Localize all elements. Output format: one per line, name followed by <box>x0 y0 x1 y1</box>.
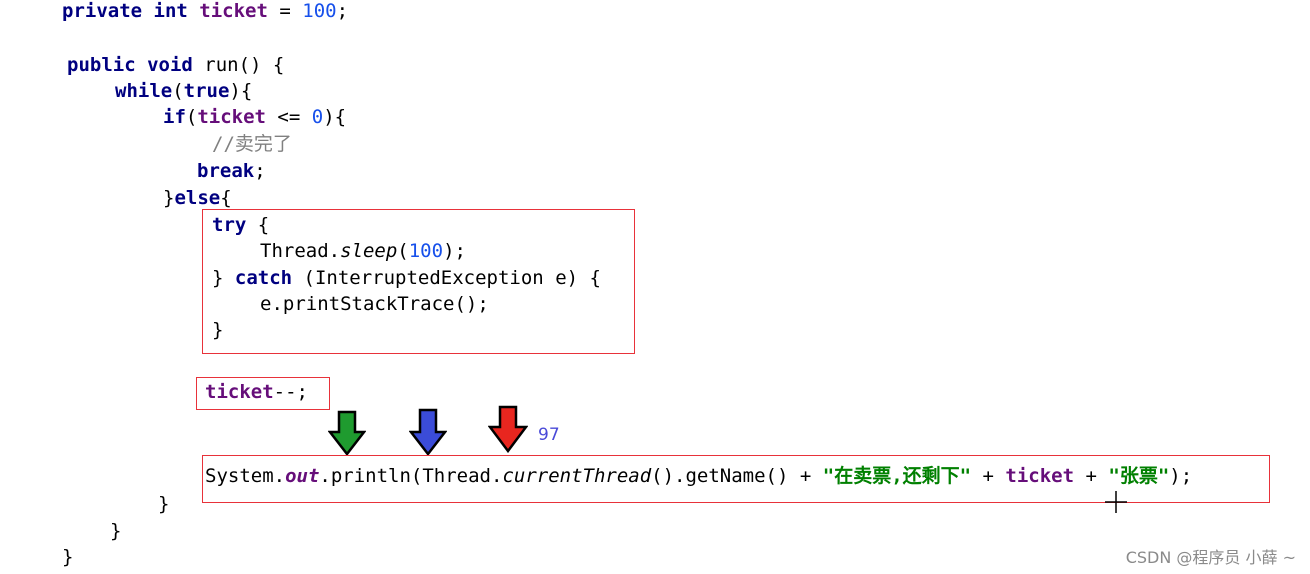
paren: ( <box>185 106 198 128</box>
class-name: System. <box>205 465 286 487</box>
method-call: .println(Thread. <box>319 465 503 487</box>
keyword: public void <box>67 54 205 76</box>
keyword: true <box>183 80 230 102</box>
code-line-2: public void run() { <box>67 52 284 78</box>
class-name: Thread. <box>260 240 341 262</box>
paren: ); <box>443 240 466 262</box>
field-ticket: ticket <box>1005 465 1075 487</box>
code-line-17: } <box>62 544 73 570</box>
code-line-7: }else{ <box>163 185 232 211</box>
brace: } <box>110 520 122 542</box>
keyword: try <box>212 214 247 236</box>
field-ticket: ticket <box>205 381 274 403</box>
code-line-12: } <box>212 317 223 343</box>
catch-params: (InterruptedException e) { <box>292 267 601 289</box>
code-line-4: if(ticket <= 0){ <box>163 104 346 130</box>
paren: ){ <box>323 106 347 128</box>
static-field-out: out <box>285 465 320 487</box>
code-line-16: } <box>110 518 121 544</box>
paren: ){ <box>229 80 253 102</box>
method-call: e.printStackTrace(); <box>260 293 489 315</box>
red-arrow-icon <box>488 405 528 453</box>
method-call: ().getName() + <box>651 465 823 487</box>
number-literal: 100 <box>302 0 337 22</box>
code-line-5: //卖完了 <box>212 131 292 157</box>
field-ticket: ticket <box>197 106 266 128</box>
operator: + <box>1074 465 1109 487</box>
code-line-13: ticket--; <box>205 379 308 405</box>
code-line-14: System.out.println(Thread.currentThread(… <box>205 463 1192 489</box>
green-arrow-icon <box>328 410 366 456</box>
crosshair-cursor-icon <box>1105 491 1127 513</box>
code-line-6: break; <box>197 158 266 184</box>
brace: } <box>158 493 170 515</box>
code-line-15: } <box>158 491 169 517</box>
paren: ( <box>397 240 409 262</box>
operator: = <box>267 0 303 22</box>
static-method: currentThread <box>502 465 652 487</box>
keyword: if <box>163 106 186 128</box>
code-line-8: try { <box>212 212 269 238</box>
string-literal: "在卖票,还剩下" <box>822 465 972 487</box>
code-line-3: while(true){ <box>115 78 252 104</box>
ticket-value-annotation: 97 <box>538 425 560 445</box>
operator: + <box>971 465 1006 487</box>
decrement-highlight-box <box>196 377 330 410</box>
paren: ); <box>1169 465 1193 487</box>
number-literal: 100 <box>408 240 444 262</box>
keyword: while <box>115 80 173 102</box>
code-line-11: e.printStackTrace(); <box>260 291 489 317</box>
println-highlight-box <box>202 455 1270 503</box>
keyword: private int <box>62 0 200 22</box>
blue-arrow-icon <box>409 408 447 456</box>
keyword: break <box>197 160 255 182</box>
string-literal: "张票" <box>1108 465 1170 487</box>
brace: } <box>212 319 224 341</box>
brace: { <box>246 214 270 236</box>
code-comment: //卖完了 <box>212 133 292 155</box>
code-line-1: private int ticket = 100; <box>62 0 348 24</box>
code-line-9: Thread.sleep(100); <box>260 238 466 264</box>
static-method: sleep <box>340 240 398 262</box>
semicolon: ; <box>336 0 349 22</box>
keyword: else <box>174 187 221 209</box>
keyword: catch <box>234 267 293 289</box>
brace: } <box>163 187 175 209</box>
brace: { <box>220 187 232 209</box>
brace: } <box>62 546 74 568</box>
try-catch-highlight-box <box>202 209 635 354</box>
number-literal: 0 <box>311 106 324 128</box>
brace: } <box>212 267 235 289</box>
decrement-operator: --; <box>273 381 308 403</box>
field-ticket: ticket <box>199 0 268 22</box>
paren: ( <box>172 80 184 102</box>
watermark: CSDN @程序员 小薛 ~ <box>1125 548 1296 567</box>
operator: <= <box>265 106 312 128</box>
semicolon: ; <box>254 160 266 182</box>
method-signature: run() { <box>204 54 285 76</box>
code-line-10: } catch (InterruptedException e) { <box>212 265 601 291</box>
